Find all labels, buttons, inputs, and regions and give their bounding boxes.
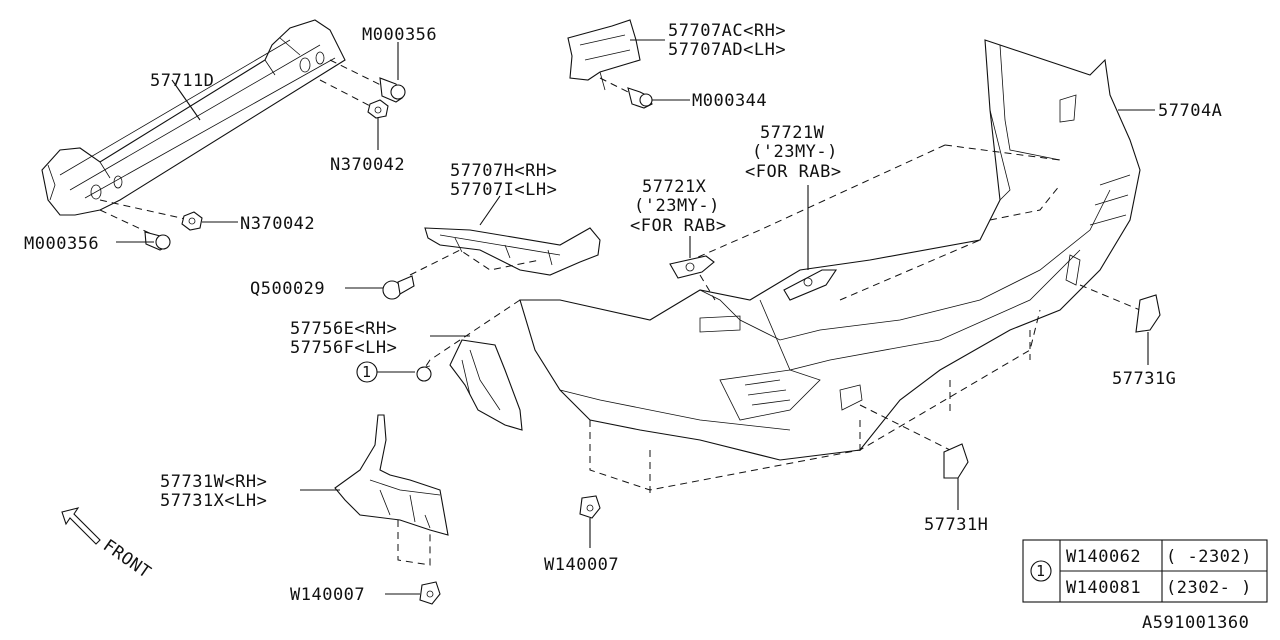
clip-ref-1[interactable] (416, 365, 432, 382)
label-m000344: M000344 (692, 91, 767, 111)
label-57756e: 57756E<RH> (290, 319, 397, 339)
label-57707ac: 57707AC<RH> (668, 21, 786, 41)
cover-57731g[interactable] (1135, 294, 1161, 333)
nut-n370042-bottom[interactable] (181, 211, 203, 231)
legend-ref: 1 (1036, 562, 1046, 580)
clip-w140007-middle[interactable] (579, 495, 601, 519)
side-spacer-57756e-f[interactable] (449, 339, 523, 431)
label-n370042-bottom: N370042 (240, 214, 315, 234)
sensor-bracket-57721w[interactable] (783, 269, 838, 301)
bumper-reinforcement-beam[interactable] (41, 19, 346, 216)
label-57707h: 57707H<RH> (450, 161, 557, 181)
legend-row-1-range: ( -2302) (1166, 547, 1252, 567)
label-57707ad: 57707AD<LH> (668, 40, 786, 60)
label-57721w: 57721W (760, 123, 825, 143)
clip-w140007-bottom[interactable] (419, 581, 441, 605)
clip-q500029[interactable] (382, 275, 415, 300)
front-arrow-icon (61, 507, 101, 545)
rear-bumper-cover[interactable] (519, 39, 1141, 461)
bolt-m000356-bottom[interactable] (144, 231, 171, 251)
bumper-side-bracket[interactable] (424, 227, 601, 276)
clip-m000344[interactable] (627, 87, 653, 109)
legend-row-2-range: (2302- ) (1166, 578, 1252, 598)
label-57721w-note: <FOR RAB> (745, 162, 842, 182)
diagram-id: A591001360 (1142, 613, 1249, 633)
label-57704a: 57704A (1158, 101, 1222, 121)
sensor-bracket-57721x[interactable] (669, 255, 715, 279)
label-57711d: 57711D (150, 71, 214, 91)
label-57731w: 57731W<RH> (160, 472, 267, 492)
legend-row-2-part: W140081 (1066, 578, 1141, 598)
label-57707i: 57707I<LH> (450, 180, 557, 200)
callout-circle-1[interactable]: 1 (356, 361, 378, 383)
bracket-57707ac-ad[interactable] (567, 19, 641, 91)
label-57731g: 57731G (1112, 369, 1176, 389)
svg-text:1: 1 (362, 363, 372, 381)
legend-table: 1 W140062 ( -2302) W140081 (2302- ) (1022, 539, 1268, 603)
label-w140007-middle: W140007 (544, 555, 619, 575)
label-57721x: 57721X (642, 177, 707, 197)
mudguard-57731w-x[interactable] (334, 414, 449, 536)
label-q500029: Q500029 (250, 279, 325, 299)
label-m000356-bottom: M000356 (24, 234, 99, 254)
label-57721x-note: <FOR RAB> (630, 216, 727, 236)
cover-57731h[interactable] (943, 443, 969, 479)
label-57731h: 57731H (924, 515, 988, 535)
label-57756f: 57756F<LH> (290, 338, 397, 358)
label-n370042-top: N370042 (330, 155, 405, 175)
legend-row-1-part: W140062 (1066, 547, 1141, 567)
label-57731x: 57731X<LH> (160, 491, 267, 511)
front-label: FRONT (99, 536, 154, 583)
bolt-m000356-top[interactable] (379, 77, 406, 103)
label-57721w-year: ('23MY-) (752, 142, 838, 162)
label-w140007-bottom: W140007 (290, 585, 365, 605)
label-m000356-top: M000356 (362, 25, 437, 45)
label-57721x-year: ('23MY-) (634, 196, 720, 216)
nut-n370042-top[interactable] (367, 99, 389, 119)
